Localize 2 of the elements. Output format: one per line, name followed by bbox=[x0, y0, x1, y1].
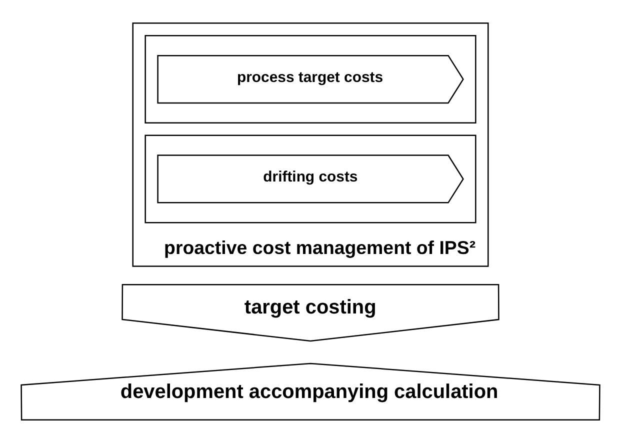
cluster bbox=[144, 134, 476, 224]
cluster bbox=[144, 35, 476, 124]
